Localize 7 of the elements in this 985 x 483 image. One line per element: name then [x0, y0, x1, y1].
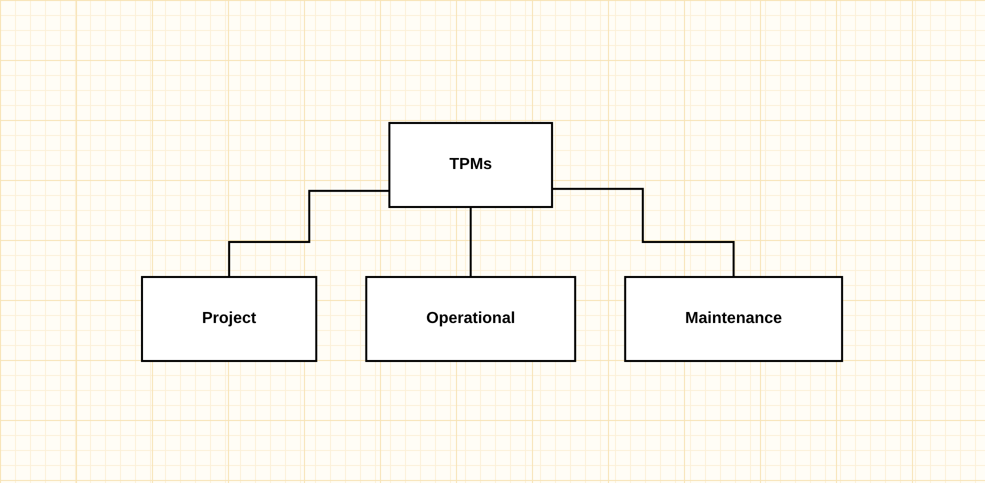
node-box: Operational [366, 276, 577, 362]
node-box: Maintenance [624, 276, 844, 362]
connector [552, 187, 736, 278]
node-box: Project [141, 276, 318, 362]
node-box: TPMs [388, 122, 554, 208]
connector [470, 206, 472, 278]
connector [228, 189, 390, 278]
